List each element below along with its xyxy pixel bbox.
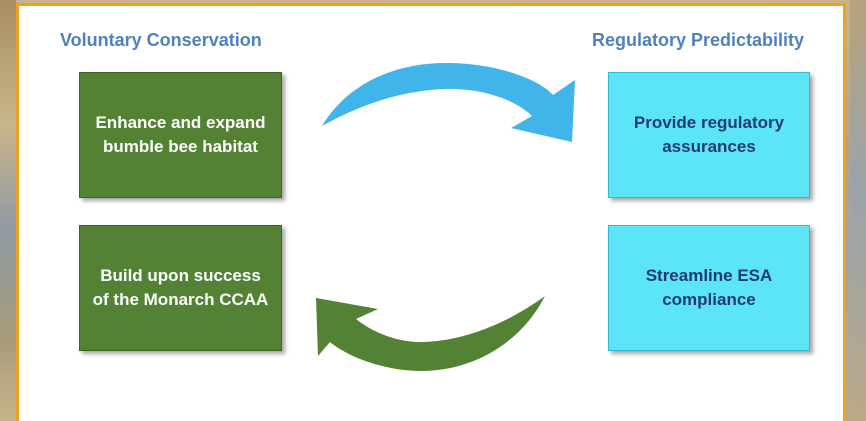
box-streamline-esa-label: Streamline ESA compliance xyxy=(645,266,773,309)
heading-regulatory-predictability: Regulatory Predictability xyxy=(592,30,805,50)
box-enhance-habitat: Enhance and expand bumble bee habitat xyxy=(79,72,282,198)
box-build-upon-success: Build upon success of the Monarch CCAA xyxy=(79,225,282,351)
box-regulatory-assurances: Provide regulatory assurances xyxy=(608,72,810,198)
diagram-frame xyxy=(16,3,846,421)
box-build-upon-success-label: Build upon success of the Monarch CCAA xyxy=(92,266,269,309)
background-right-strip xyxy=(850,0,866,421)
heading-voluntary-conservation: Voluntary Conservation xyxy=(60,30,262,50)
box-regulatory-assurances-label: Provide regulatory assurances xyxy=(633,113,785,156)
box-streamline-esa: Streamline ESA compliance xyxy=(608,225,810,351)
box-enhance-habitat-label: Enhance and expand bumble bee habitat xyxy=(95,113,266,156)
background-left-strip xyxy=(0,0,16,421)
